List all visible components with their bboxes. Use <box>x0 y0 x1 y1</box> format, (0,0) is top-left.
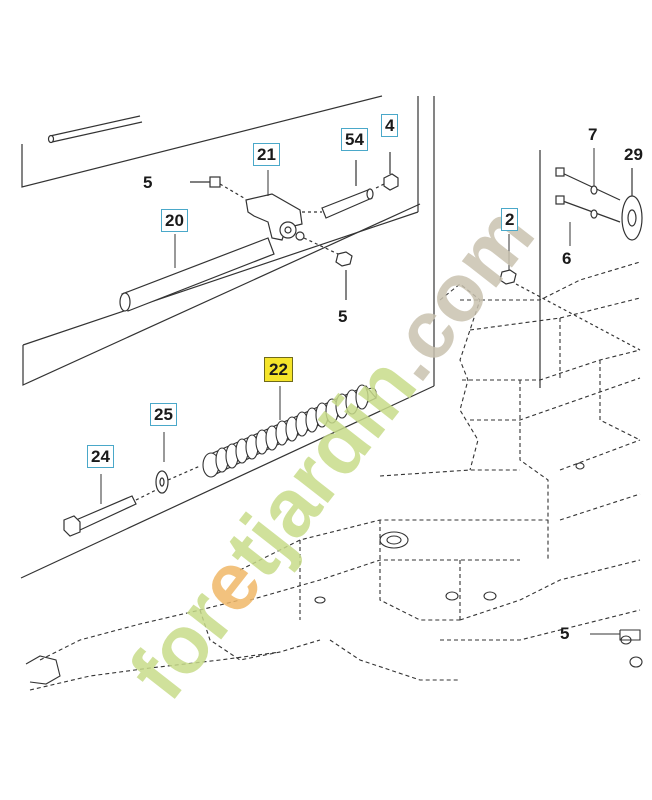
nut-5b <box>303 237 353 300</box>
part-2-nut <box>499 269 641 351</box>
part-24-bolt <box>63 489 157 537</box>
callout-25: 25 <box>150 403 177 426</box>
bolt-5a <box>190 176 245 199</box>
callout-29: 29 <box>624 145 643 164</box>
part-20-rod <box>119 237 275 312</box>
right-hub-parts <box>555 167 643 241</box>
part-25-washer <box>155 465 201 494</box>
chassis-frame <box>29 261 641 691</box>
callout-5-mid: 5 <box>338 307 348 326</box>
callout-22-highlighted: 22 <box>264 357 293 382</box>
callout-6: 6 <box>562 249 572 268</box>
top-rod <box>47 115 143 144</box>
callout-7: 7 <box>588 125 598 144</box>
callout-2: 2 <box>501 208 519 231</box>
part-21-bracket <box>245 193 305 241</box>
watermark-part-3: tjardin <box>208 341 434 594</box>
part-54-pin <box>302 160 374 219</box>
part-22-spring <box>202 384 377 478</box>
callout-54: 54 <box>341 128 368 151</box>
panel-frames <box>20 95 541 579</box>
chassis-details <box>25 462 643 685</box>
callout-4: 4 <box>381 114 399 137</box>
callout-21: 21 <box>253 143 280 166</box>
part-4-nut <box>375 152 399 191</box>
watermark-text: foretjardin.com <box>112 190 551 716</box>
leader-lines <box>100 148 620 635</box>
callout-5-bottom: 5 <box>560 624 570 643</box>
callout-24: 24 <box>87 445 114 468</box>
callout-20: 20 <box>161 209 188 232</box>
callout-5-top: 5 <box>143 173 153 192</box>
